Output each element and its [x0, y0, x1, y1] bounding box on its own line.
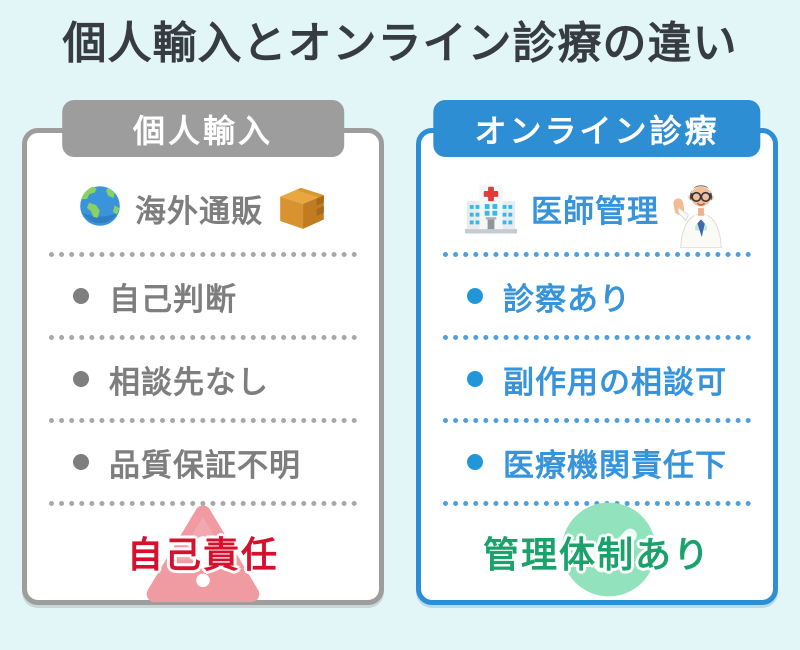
list-item: 副作用の相談可	[441, 351, 753, 407]
doctor-icon	[671, 182, 731, 249]
personal-import-header-label: 海外通販	[135, 193, 263, 229]
bullet-icon	[467, 454, 483, 471]
online-clinic-header: 医師管理	[441, 175, 753, 249]
divider	[443, 335, 751, 341]
comparison-columns: 個人輸入 海外通販	[0, 100, 800, 606]
personal-import-footer-label: 自己責任	[126, 533, 279, 575]
divider	[49, 335, 357, 341]
bullet-icon	[73, 454, 89, 471]
bullet-icon	[467, 288, 483, 305]
personal-import-card: 個人輸入 海外通販	[22, 100, 384, 606]
check-circle-icon	[560, 500, 658, 603]
list-item: 医療機関責任下	[441, 434, 753, 490]
divider	[49, 501, 357, 507]
online-clinic-header-label: 医師管理	[531, 193, 659, 229]
bullet-icon	[73, 288, 89, 305]
divider	[49, 418, 357, 424]
page-title: 個人輸入とオンライン診療の違い	[62, 19, 738, 68]
bullet-icon	[467, 371, 483, 388]
globe-icon	[77, 183, 123, 234]
list-item: 相談先なし	[47, 351, 359, 407]
divider	[443, 252, 751, 258]
bullet-icon	[73, 371, 89, 388]
list-item: 品質保証不明	[47, 434, 359, 490]
hospital-icon	[463, 178, 519, 239]
warning-triangle-icon	[145, 502, 261, 610]
online-clinic-footer-label: 管理体制あり	[482, 533, 711, 575]
personal-import-header: 海外通販	[47, 175, 359, 241]
list-item: 診察あり	[441, 268, 753, 324]
personal-import-badge: 個人輸入	[62, 100, 344, 158]
personal-import-conclusion: 自己責任	[47, 505, 359, 602]
divider	[443, 501, 751, 507]
online-clinic-conclusion: 管理体制あり	[441, 502, 753, 597]
online-clinic-badge: オンライン診療	[433, 100, 761, 158]
divider	[443, 418, 751, 424]
divider	[49, 252, 357, 258]
package-icon	[275, 182, 329, 235]
list-item: 自己判断	[47, 268, 359, 324]
online-clinic-card: オンライン診療	[416, 100, 778, 606]
